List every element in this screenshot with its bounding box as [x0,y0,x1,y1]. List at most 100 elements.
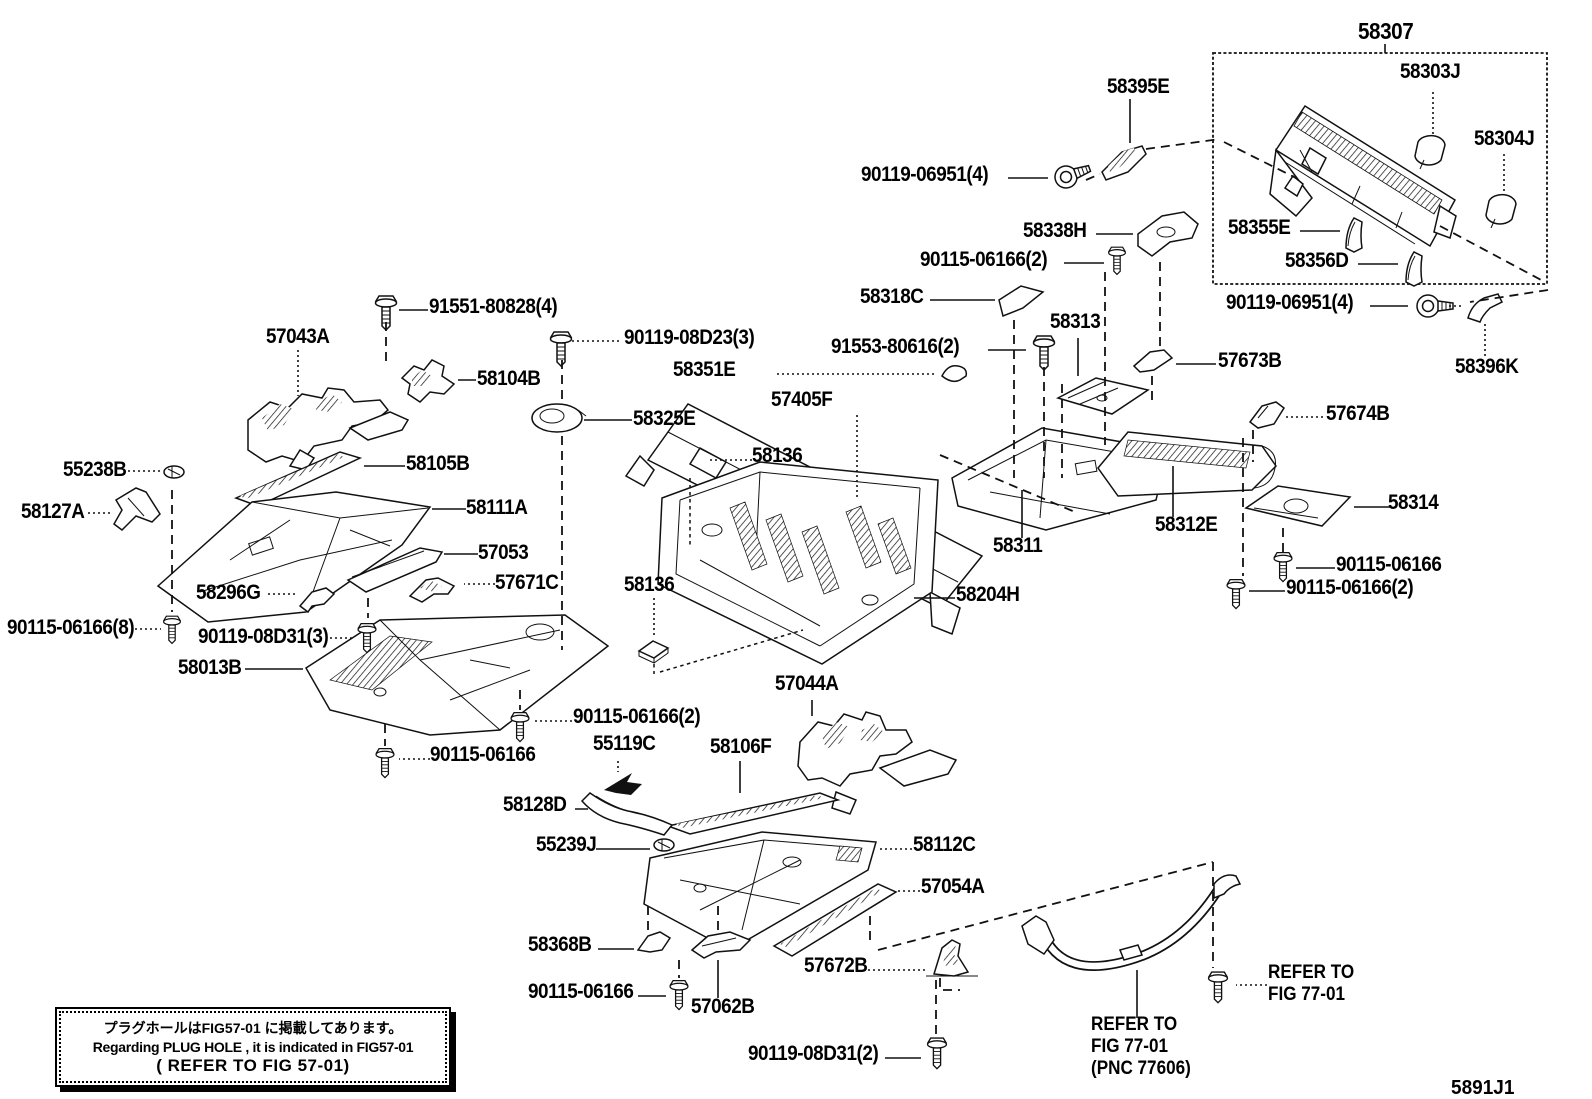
bolt-90119-08D23 [549,331,573,367]
bolt-90115-06166-8 [163,615,181,645]
refer-note-right-line2: FIG 77-01 [1268,984,1345,1005]
part-58304J-clip-drawing [1485,193,1517,229]
part-57672B-drawing [926,939,978,977]
part-58355E-drawing [1345,217,1363,253]
bolt-90119-08D31-2 [926,1037,948,1070]
part-label-58303J: 58303J [1400,60,1461,83]
part-label-58338H: 58338H [1023,219,1087,242]
part-58112C-pan-drawing [643,831,877,951]
bolt-90115-06166-2-right [1226,579,1246,610]
plug-hole-note-box: プラグホールはFIG57-01 に掲載してあります。 Regarding PLU… [55,1007,451,1087]
part-label-57053: 57053 [478,541,529,564]
part-label-58111A: 58111A [466,496,528,519]
part-58395E-drawing [1101,145,1147,181]
part-label-58396K: 58396K [1455,355,1519,378]
part-rear-crossmember-drawing [1021,874,1242,971]
part-58312E-sill-drawing [1097,431,1277,497]
part-label-90119-08D31-2: 90119-08D31(2) [748,1042,879,1065]
part-label-58136-upper: 58136 [752,444,803,467]
part-58396K-drawing [1467,293,1504,323]
part-label-58313: 58313 [1050,310,1101,333]
figure-code: 5891J1 [1451,1077,1515,1099]
part-label-57062B: 57062B [691,995,755,1018]
part-label-58311: 58311 [993,534,1043,557]
part-58318C-drawing [998,285,1045,318]
part-57674B-drawing [1248,401,1286,429]
fine-dotted-lines [653,478,804,674]
part-label-58106F: 58106F [710,735,772,758]
part-label-57405F: 57405F [771,388,833,411]
part-label-90119-06951-left: 90119-06951(4) [861,163,989,186]
part-58128D-strip-drawing [580,792,674,836]
part-label-58355E: 58355E [1228,216,1291,239]
refer-note-left-line2: FIG 77-01 [1091,1036,1168,1057]
part-58204H-pan-drawing [657,461,939,665]
part-58111A-pan-drawing [156,491,432,623]
part-label-58104B: 58104B [477,367,541,390]
part-58351E-clip-drawing [941,364,968,383]
part-58313-drawing [1056,377,1150,415]
refer-note-left: REFER TO FIG 77-01 (PNC 77606) [1091,1014,1191,1080]
assembly-box-58307-outline [1212,52,1548,285]
part-label-58314: 58314 [1388,491,1439,514]
refer-note-left-line3: (PNC 77606) [1091,1058,1191,1079]
part-label-58128D: 58128D [503,793,567,816]
part-label-90119-06951-right: 90119-06951(4) [1226,291,1354,314]
dashed-assembly-lines [171,138,1549,1034]
part-label-55238B: 55238B [63,458,127,481]
bolt-91553-80616 [1032,335,1056,371]
solid-leader-lines [245,44,1408,1059]
part-55119C-arrow [604,773,642,795]
part-label-58112C: 58112C [913,833,976,856]
bolt-90119-06951-left [1051,157,1095,192]
refer-note-left-line1: REFER TO [1091,1014,1178,1035]
part-label-58318C: 58318C [860,285,924,308]
part-label-90119-08D31-3: 90119-08D31(3) [198,625,329,648]
part-58104B-drawing [400,359,456,403]
part-label-57674B: 57674B [1326,402,1390,425]
part-label-90115-06166-right: 90115-06166 [1336,553,1442,576]
note-line-english: Regarding PLUG HOLE , it is indicated in… [92,1039,414,1055]
part-label-90115-06166-2-right: 90115-06166(2) [1286,576,1414,599]
part-label-58325E: 58325E [633,407,696,430]
part-label-90119-08D23: 90119-08D23(3) [624,326,755,349]
part-58106F-strip-drawing [665,792,841,835]
part-57044A-drawing [797,711,958,815]
part-label-57043A: 57043A [266,325,330,348]
part-58356D-drawing [1405,251,1423,287]
note-line-refer: ( REFER TO FIG 57-01) [156,1056,350,1075]
part-57673B-drawing [1132,349,1174,373]
part-label-58296G: 58296G [196,581,261,604]
part-label-57054A: 57054A [921,875,985,898]
part-58314-drawing [1244,485,1352,527]
part-label-58013B: 58013B [178,656,242,679]
part-label-58127A: 58127A [21,500,85,523]
bolt-refer-fig77 [1207,971,1229,1004]
part-label-91551-80828: 91551-80828(4) [429,295,558,318]
part-label-90115-06166-2-mid: 90115-06166(2) [573,705,701,728]
part-label-90115-06166-8: 90115-06166(8) [7,616,135,639]
dotted-leader-lines [88,92,1505,986]
part-label-57673B: 57673B [1218,349,1282,372]
bolt-90115-06166-mid [375,748,395,779]
part-58127A-drawing [113,487,161,531]
part-label-58204H: 58204H [956,583,1020,606]
part-label-58395E: 58395E [1107,75,1170,98]
part-label-58368B: 58368B [528,933,592,956]
part-label-58351E: 58351E [673,358,736,381]
part-57671C-drawing [408,577,456,603]
part-58136-lower-drawing [638,640,669,664]
part-58013B-pan-drawing [304,614,610,736]
part-label-91553-80616: 91553-80616(2) [831,335,960,358]
part-label-58105B: 58105B [406,452,470,475]
part-label-55239J: 55239J [536,833,597,856]
refer-note-right-line1: REFER TO [1268,962,1355,983]
part-55238B-clip-drawing [163,465,185,479]
part-label-90115-06166-bottom: 90115-06166 [528,980,634,1003]
part-58303J-clip-drawing [1414,134,1446,170]
bolt-90115-06166-2-top [1107,246,1127,275]
bolt-90115-06166-bottom [669,980,689,1011]
part-58296G-drawing [298,587,336,614]
